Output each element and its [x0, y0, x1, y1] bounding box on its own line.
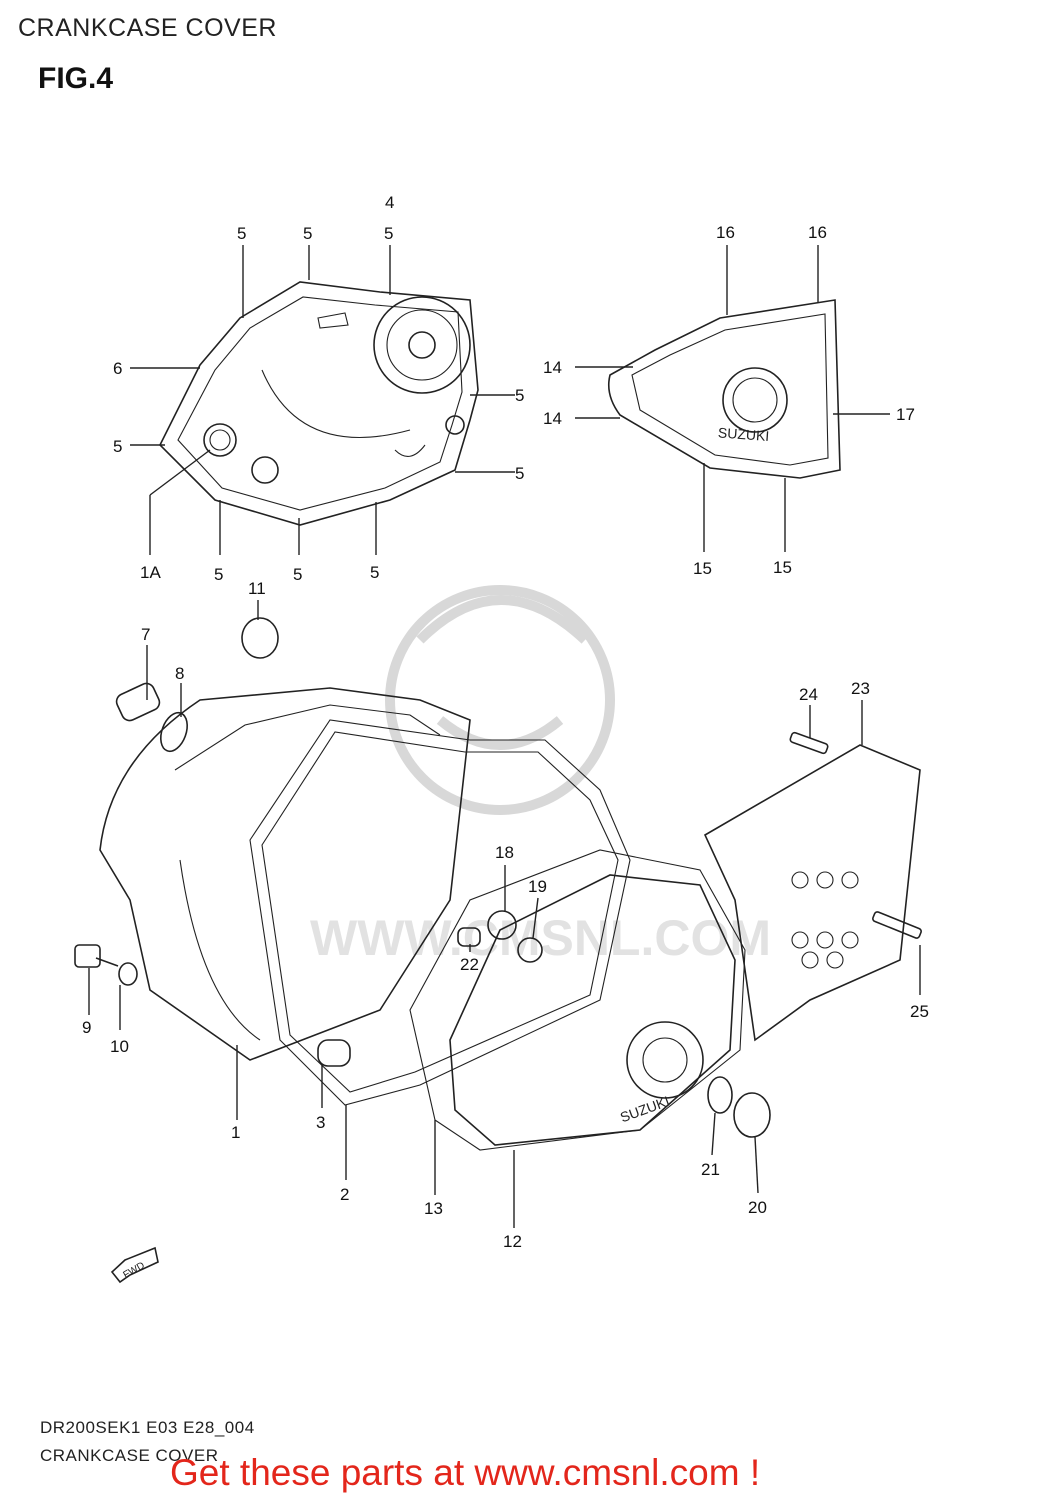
callout-4: 4: [385, 193, 394, 212]
callout-1a: 1A: [140, 563, 161, 582]
watermark-text: WWW.CMSNL.COM: [310, 910, 771, 966]
callout-16: 16: [716, 223, 735, 242]
diagram-code: DR200SEK1 E03 E28_004: [40, 1418, 255, 1437]
callout-21: 21: [701, 1160, 720, 1179]
callout-lines-top-right: [575, 245, 890, 552]
callout-5: 5: [384, 224, 393, 243]
callout-17: 17: [896, 405, 915, 424]
crankcase-cover-assembly: SUZUKI: [74, 617, 922, 1284]
magneto-cover: SUZUKI: [607, 299, 841, 479]
callout-15: 15: [693, 559, 712, 578]
callout-22: 22: [460, 955, 479, 974]
callout-9: 9: [82, 1018, 91, 1037]
callout-5: 5: [303, 224, 312, 243]
callout-5: 5: [515, 386, 524, 405]
fwd-indicator: FWD: [122, 1260, 147, 1281]
callout-19: 19: [528, 877, 547, 896]
callout-2: 2: [340, 1185, 349, 1204]
callout-6: 6: [113, 359, 122, 378]
callout-23: 23: [851, 679, 870, 698]
callout-15: 15: [773, 558, 792, 577]
page-title: CRANKCASE COVER: [18, 14, 277, 42]
clutch-cover-1a: [159, 281, 479, 526]
callout-5: 5: [214, 565, 223, 584]
callout-13: 13: [424, 1199, 443, 1218]
callout-25: 25: [910, 1002, 929, 1021]
suzuki-logo-text: SUZUKI: [717, 424, 769, 444]
callout-14: 14: [543, 409, 562, 428]
callout-lines-top-left: [130, 245, 515, 555]
diagram-title-footer: CRANKCASE COVER: [40, 1446, 219, 1465]
callout-20: 20: [748, 1198, 767, 1217]
callout-14: 14: [543, 358, 562, 377]
suzuki-cover-text: SUZUKI: [618, 1093, 672, 1126]
callout-8: 8: [175, 664, 184, 683]
callout-24: 24: [799, 685, 818, 704]
callout-1: 1: [231, 1123, 240, 1142]
callout-12: 12: [503, 1232, 522, 1251]
callout-10: 10: [110, 1037, 129, 1056]
callout-5: 5: [370, 563, 379, 582]
callout-labels: 4 5 5 5 6 5 5 5 1A 5 5 5 16 16 14 14 17 …: [82, 193, 929, 1251]
callout-5: 5: [293, 565, 302, 584]
callout-3: 3: [316, 1113, 325, 1132]
callout-7: 7: [141, 625, 150, 644]
promo-link[interactable]: Get these parts at www.cmsnl.com !: [170, 1452, 761, 1493]
callout-5: 5: [515, 464, 524, 483]
callout-lines-middle: [88, 600, 921, 1228]
callout-18: 18: [495, 843, 514, 862]
figure-label: FIG.4: [38, 62, 114, 95]
callout-16: 16: [808, 223, 827, 242]
callout-5: 5: [237, 224, 246, 243]
callout-11: 11: [248, 579, 266, 598]
callout-5: 5: [113, 437, 122, 456]
